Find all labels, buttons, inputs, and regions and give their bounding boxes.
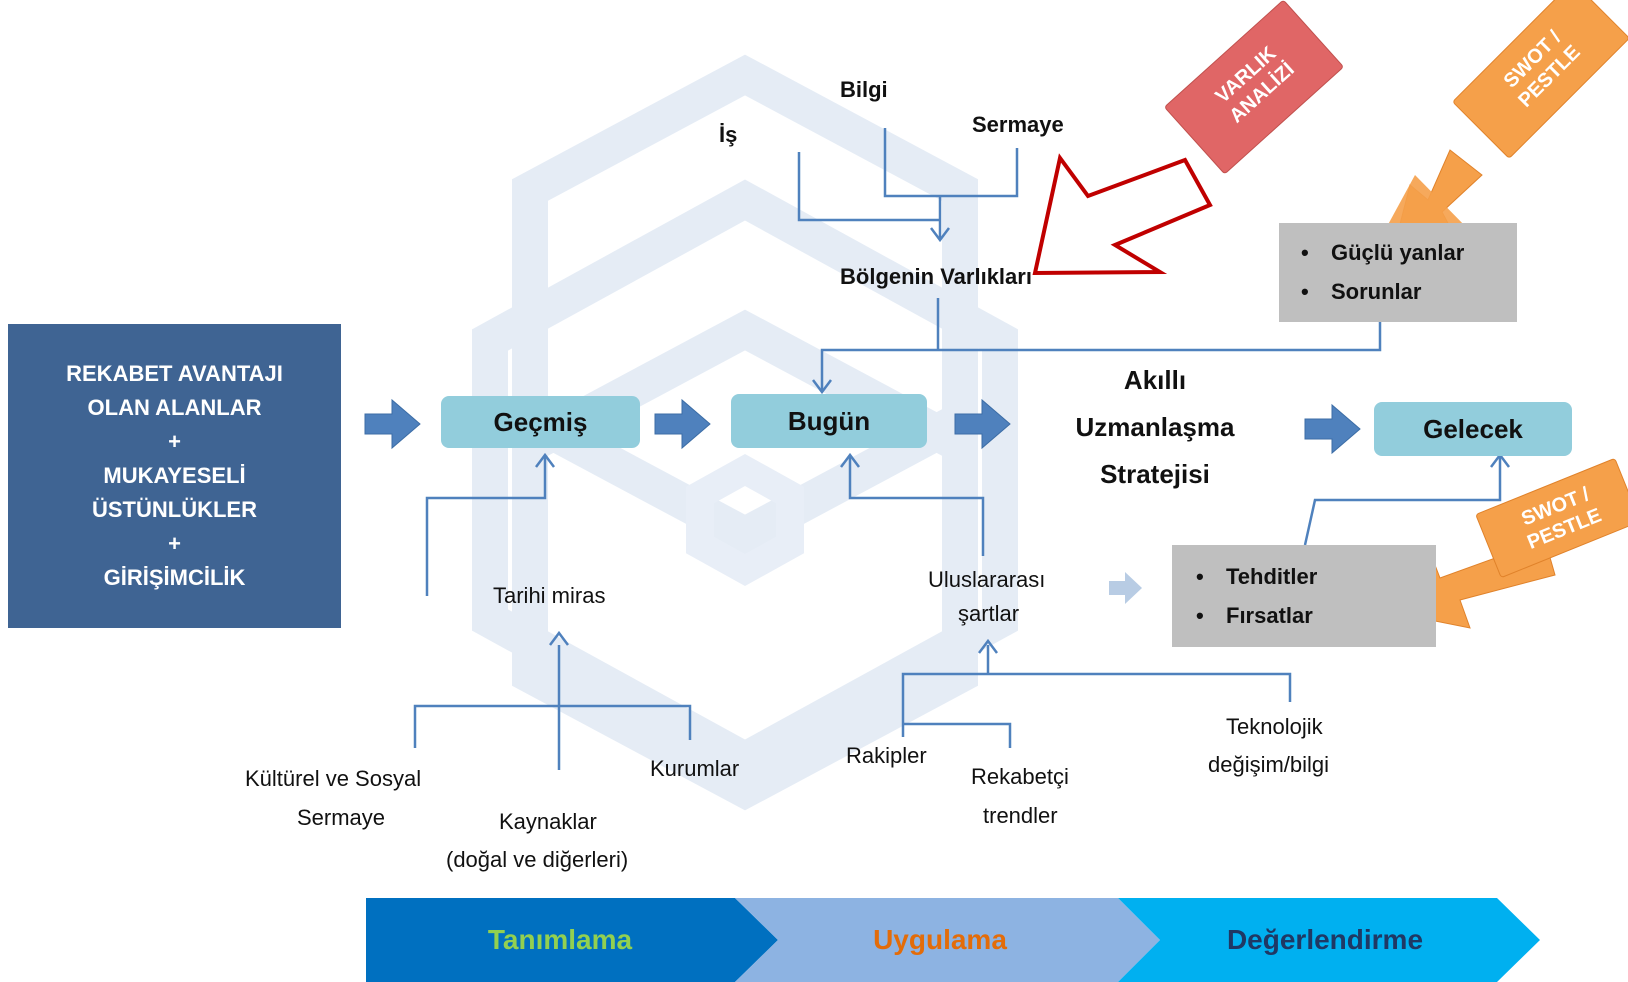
- label-uluslararasi-2: şartlar: [958, 601, 1020, 626]
- rekabet-line-5: GİRİŞİMCİLİK: [103, 565, 246, 590]
- phase-uygulama: Uygulama: [873, 924, 1007, 955]
- rekabet-avantaji-box: REKABET AVANTAJI OLAN ALANLAR + MUKAYESE…: [8, 324, 341, 628]
- light-arrow: [1109, 572, 1142, 604]
- label-rakipler: Rakipler: [846, 743, 927, 768]
- rekabet-line-3: MUKAYESELİ: [103, 463, 246, 488]
- label-kulturel-1: Kültürel ve Sosyal: [245, 766, 422, 791]
- rekabet-line-4: ÜSTÜNLÜKLER: [92, 497, 257, 522]
- rekabet-plus-2: +: [168, 531, 181, 556]
- swot-top-tag: [1453, 0, 1628, 158]
- gecmis-box: Geçmiş: [441, 396, 640, 448]
- label-tarihi-miras: Tarihi miras: [493, 583, 606, 608]
- label-bilgi: Bilgi: [840, 77, 888, 102]
- strategy-line-3: Stratejisi: [1100, 459, 1210, 489]
- block-arrows: [364, 398, 1361, 455]
- label-rekabetci-2: trendler: [983, 803, 1058, 828]
- phase-degerlendirme: Değerlendirme: [1226, 924, 1424, 955]
- gelecek-box: Gelecek: [1374, 402, 1572, 456]
- label-sermaye: Sermaye: [972, 112, 1064, 137]
- connector-lines: [413, 128, 1502, 770]
- rekabet-line-2: OLAN ALANLAR: [87, 395, 262, 420]
- label-teknolojik-1: Teknolojik: [1226, 714, 1323, 739]
- label-bolgenin-varliklari: Bölgenin Varlıkları: [840, 264, 1032, 289]
- label-kurumlar: Kurumlar: [650, 756, 740, 781]
- label-rekabetci-1: Rekabetçi: [971, 764, 1069, 789]
- rekabet-plus-1: +: [168, 429, 181, 454]
- threats-item-2: Fırsatlar: [1196, 596, 1436, 635]
- varlik-analizi-tag: [1165, 0, 1343, 174]
- phase-degerlendirme-bg: [1118, 898, 1540, 982]
- varlik-outline-arrow: [1032, 153, 1213, 276]
- phase-tanimlama: Tanımlama: [487, 924, 633, 955]
- strategy-line-2: Uzmanlaşma: [1075, 412, 1235, 442]
- threats-box: Tehditler Fırsatlar: [1172, 545, 1436, 647]
- strengths-box: Güçlü yanlar Sorunlar: [1279, 223, 1517, 322]
- phase-uygulama-bg: [735, 898, 1160, 982]
- label-uluslararasi-1: Uluslararası: [928, 567, 1046, 592]
- rekabet-line-1: REKABET AVANTAJI: [66, 361, 283, 386]
- label-kaynaklar-2: (doğal ve diğerleri): [446, 847, 629, 872]
- strategy-line-1: Akıllı: [1123, 365, 1187, 395]
- label-is: İş: [719, 122, 738, 147]
- strengths-item-1: Güçlü yanlar: [1301, 233, 1517, 272]
- strategy-text: Akıllı Uzmanlaşma Stratejisi: [1050, 357, 1260, 498]
- watermark-hex: [686, 453, 804, 587]
- label-teknolojik-2: değişim/bilgi: [1208, 752, 1330, 777]
- label-kulturel-2: Sermaye: [297, 805, 386, 830]
- bugun-box: Bugün: [731, 394, 927, 448]
- phase-tanimlama-bg: [366, 898, 778, 982]
- threats-item-1: Tehditler: [1196, 557, 1436, 596]
- label-kaynaklar-1: Kaynaklar: [499, 809, 597, 834]
- strengths-item-2: Sorunlar: [1301, 272, 1517, 311]
